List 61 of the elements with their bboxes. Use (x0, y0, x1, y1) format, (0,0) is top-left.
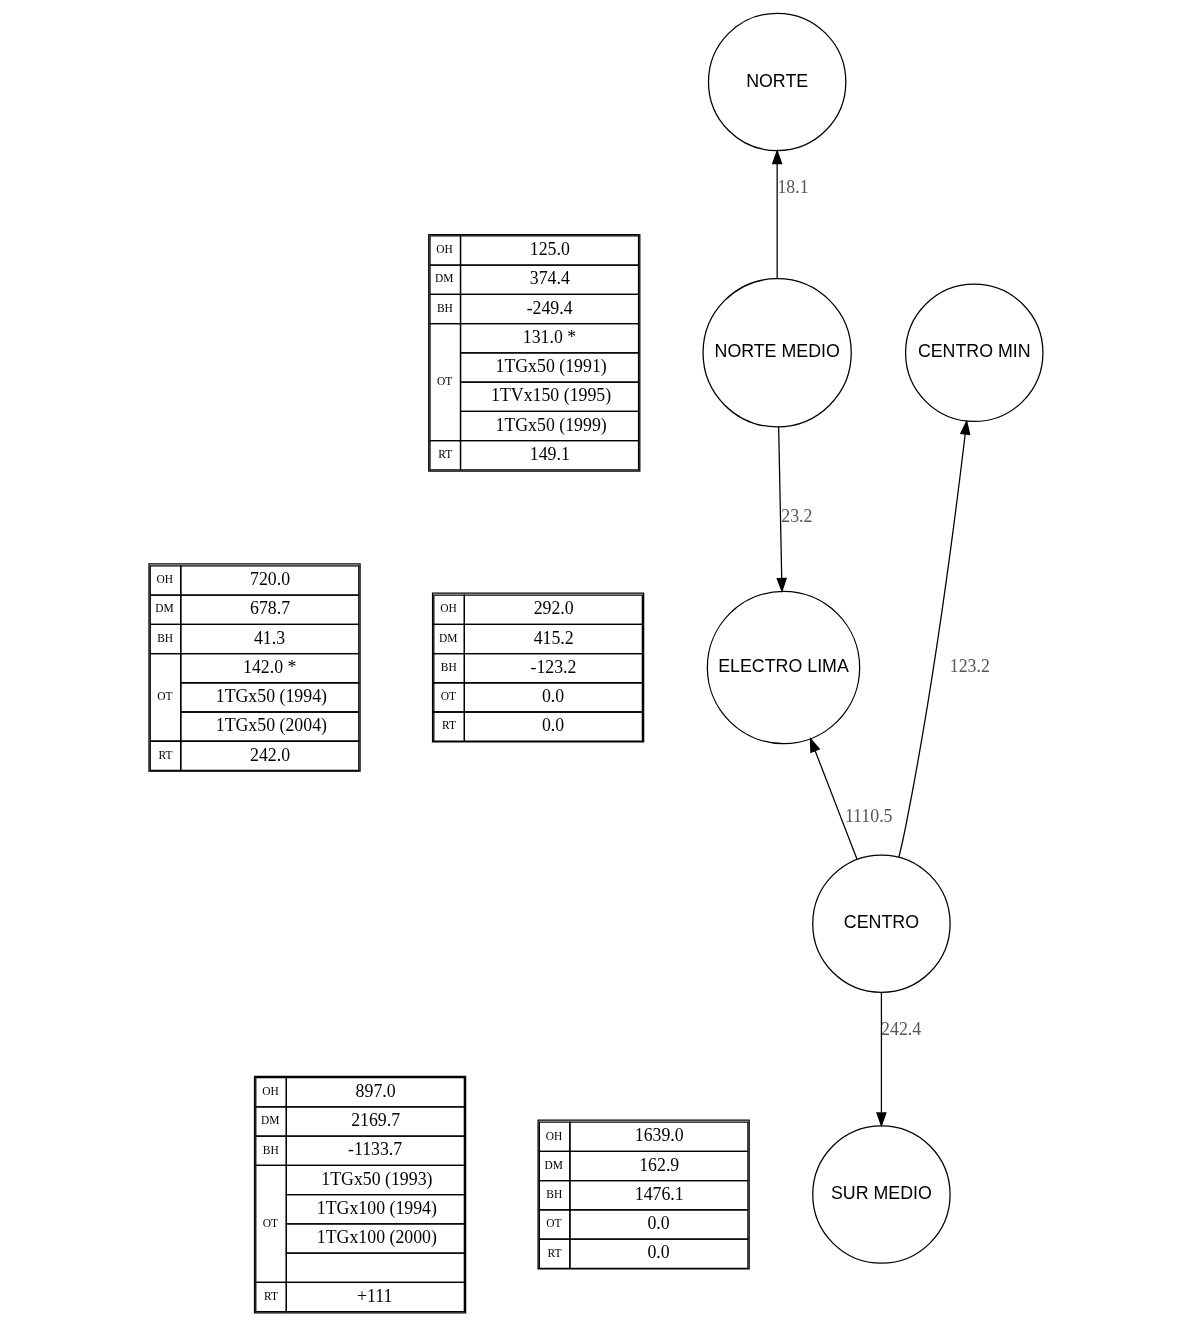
label: RT (437, 447, 452, 460)
label: OH (435, 243, 453, 256)
label: 149.1 (529, 443, 570, 464)
label: 1TVx150 (1995) (490, 385, 611, 406)
label: OH (261, 1085, 279, 1098)
label: 1TGx50 (1991) (495, 356, 607, 377)
edge-label: 23.2 (780, 506, 812, 527)
label: 897.0 (355, 1080, 396, 1101)
label: RT (158, 748, 172, 761)
label: 1476.1 (634, 1183, 684, 1204)
label: 678.7 (249, 598, 290, 619)
label: 1TGx100 (2000) (316, 1227, 437, 1248)
label: DM (260, 1114, 279, 1127)
label: BH (262, 1143, 279, 1156)
label: 1TGx50 (1994) (215, 686, 327, 707)
label: -123.2 (529, 656, 576, 677)
label: RT (263, 1289, 278, 1302)
label: 1TGx50 (1999) (495, 414, 607, 435)
label: -249.4 (526, 297, 573, 318)
label: 2169.7 (350, 1110, 400, 1131)
label: BH (545, 1188, 562, 1201)
label: 1TGx50 (2004) (215, 715, 327, 736)
label: OT (156, 690, 172, 703)
label: 131.0 * (522, 326, 576, 347)
label: 0.0 (646, 1213, 670, 1234)
label: OT (262, 1216, 278, 1229)
label: 0.0 (541, 686, 564, 707)
label: 1639.0 (634, 1125, 684, 1146)
label: 125.0 (529, 239, 570, 260)
label: BH (156, 631, 173, 644)
label: 1TGx50 (1993) (320, 1168, 433, 1189)
label: DM (543, 1158, 563, 1171)
label: OH (439, 602, 457, 615)
label: 0.0 (646, 1242, 670, 1263)
label: +111 (356, 1285, 392, 1306)
label: 41.3 (253, 627, 285, 648)
label: 292.0 (533, 598, 574, 619)
label: OH (545, 1129, 562, 1142)
label: RT (441, 719, 456, 732)
label: 162.9 (638, 1154, 679, 1175)
label: 415.2 (533, 627, 574, 648)
label: -1133.7 (347, 1139, 402, 1160)
label: 242.0 (249, 744, 290, 765)
label: BH (440, 660, 457, 673)
label: DM (434, 272, 454, 285)
label: OH (156, 573, 173, 586)
label: OT (545, 1217, 562, 1230)
label: 374.4 (529, 268, 570, 289)
label: 720.0 (249, 569, 290, 590)
edge-label: 1110.5 (844, 806, 893, 827)
label: 1TGx100 (1994) (316, 1197, 437, 1218)
edge-label: 123.2 (949, 656, 990, 677)
edge-label: 18.1 (776, 176, 809, 197)
label: DM (154, 602, 174, 615)
label: RT (547, 1246, 562, 1259)
label: 142.0 * (242, 656, 296, 677)
label: OT (436, 374, 452, 387)
label: 0.0 (541, 715, 564, 736)
label: BH (436, 301, 453, 314)
label: DM (438, 631, 457, 644)
label: OT (440, 690, 456, 703)
